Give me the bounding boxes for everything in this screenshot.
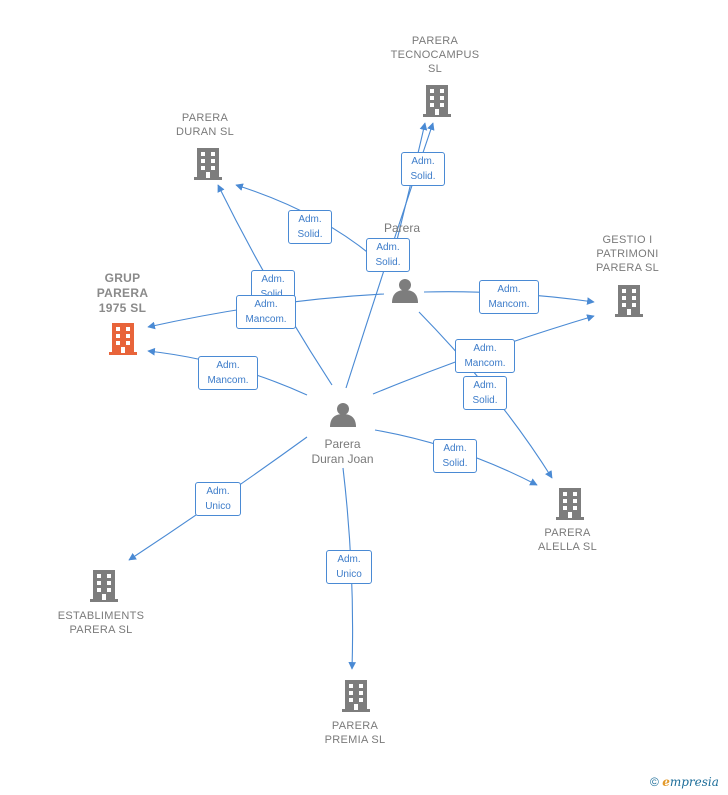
edge-label-role: Adm.: [443, 443, 467, 454]
company-grup-building-icon[interactable]: [109, 323, 137, 355]
company-label-gestio[interactable]: GESTIO I PATRIMONI PARERA SL: [595, 234, 660, 274]
copyright-icon: ©: [650, 775, 659, 789]
edge-label-role: Adm.: [497, 284, 521, 295]
company-label-establiments[interactable]: ESTABLIMENTS PARERA SL: [57, 610, 145, 636]
company-label-grup[interactable]: GRUP PARERA 1975 SL: [96, 271, 149, 315]
edge-label-e8[interactable]: Adm. Mancom.: [455, 339, 515, 373]
edge-label-type: Solid.: [472, 395, 498, 406]
company-tecnocampus-building-icon[interactable]: [423, 85, 451, 117]
edge-label-role: Adm.: [411, 156, 435, 167]
edge-label-type: Solid.: [375, 257, 401, 268]
company-label-premia[interactable]: PARERA PREMIA SL: [324, 720, 386, 746]
company-alella-building-icon[interactable]: [556, 488, 584, 520]
person-other-icon[interactable]: [392, 279, 418, 303]
person-label-joan[interactable]: Parera Duran Joan: [311, 437, 374, 466]
edge-label-type: Mancom.: [464, 358, 506, 369]
edge-label-type: Solid.: [410, 171, 436, 182]
edge-label-e10[interactable]: Adm. Solid.: [433, 439, 477, 473]
company-duran-building-icon[interactable]: [194, 148, 222, 180]
edge-label-e2[interactable]: Adm. Solid.: [401, 152, 445, 186]
edge-label-type: Mancom.: [488, 299, 530, 310]
edge-label-role: Adm.: [216, 360, 240, 371]
edge-label-type: Mancom.: [207, 375, 249, 386]
edge-label-role: Adm.: [337, 554, 361, 565]
edge-label-e12[interactable]: Adm. Unico: [326, 550, 372, 584]
edge-label-role: Adm.: [254, 299, 278, 310]
edge-label-e5[interactable]: Adm. Mancom.: [236, 295, 296, 329]
edge-label-e9[interactable]: Adm. Solid.: [463, 376, 507, 410]
edge-label-type: Solid.: [297, 229, 323, 240]
brand-logo: empresia: [662, 775, 719, 789]
edge-label-role: Adm.: [261, 274, 285, 285]
company-establiments-building-icon[interactable]: [90, 570, 118, 602]
edge-label-role: Adm.: [206, 486, 230, 497]
edge-label-type: Unico: [336, 569, 362, 580]
company-label-duran[interactable]: PARERA DURAN SL: [175, 112, 235, 138]
edge-label-role: Adm.: [473, 380, 497, 391]
company-gestio-building-icon[interactable]: [615, 285, 643, 317]
edge-label-role: Adm.: [473, 343, 497, 354]
person-joan-icon[interactable]: [330, 403, 356, 427]
company-premia-building-icon[interactable]: [342, 680, 370, 712]
brand-logo-text: mpresia: [669, 775, 719, 789]
edge-label-e1[interactable]: Adm. Solid.: [288, 210, 332, 244]
edge-label-e3[interactable]: Adm. Solid.: [366, 238, 410, 272]
edge-label-e6[interactable]: Adm. Mancom.: [198, 356, 258, 390]
edge-label-role: Adm.: [298, 214, 322, 225]
edge-label-e7[interactable]: Adm. Mancom.: [479, 280, 539, 314]
edge-label-role: Adm.: [376, 242, 400, 253]
company-label-alella[interactable]: PARERA ALELLA SL: [538, 527, 597, 553]
edge-label-type: Solid.: [442, 458, 468, 469]
footer-brand[interactable]: © empresia: [650, 775, 719, 789]
company-label-tecnocampus[interactable]: PARERA TECNOCAMPUS SL: [390, 35, 480, 75]
edge-label-type: Mancom.: [245, 314, 287, 325]
edge-label-e11[interactable]: Adm. Unico: [195, 482, 241, 516]
brand-logo-initial: e: [662, 775, 670, 789]
edge-label-type: Solid.: [256, 287, 290, 302]
edge-label-type: Unico: [205, 501, 231, 512]
